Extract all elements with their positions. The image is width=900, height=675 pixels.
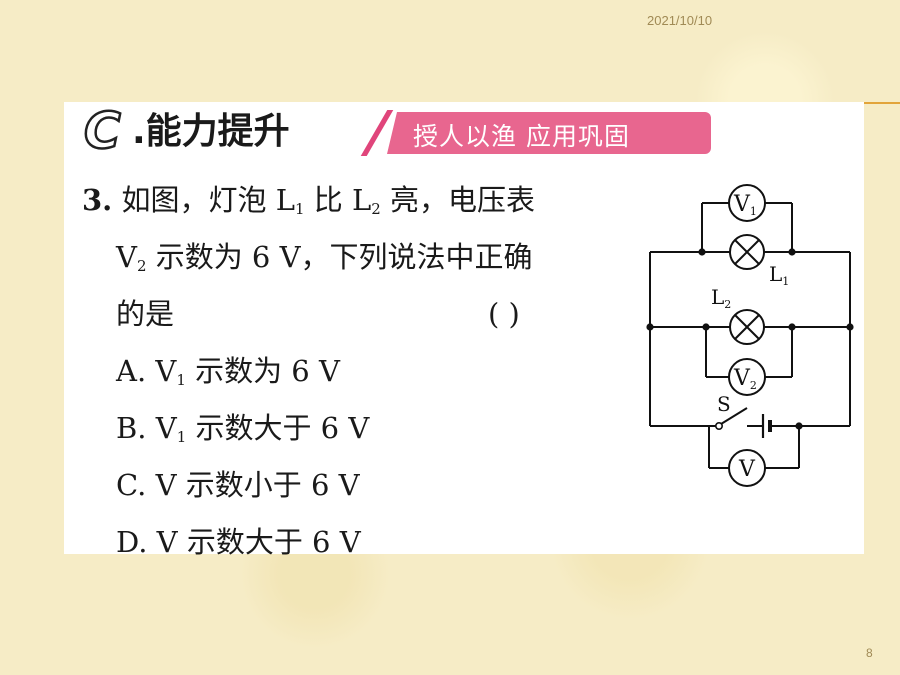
answer-blank: ( )	[488, 297, 520, 331]
question-text: 比 L	[304, 183, 372, 217]
lamp-l1-icon	[729, 234, 765, 270]
question-text: 的是	[116, 297, 175, 331]
question-number: 3.	[82, 183, 113, 217]
v1-label: V1	[733, 192, 757, 218]
question-text: 如图，灯泡 L	[121, 183, 295, 217]
voltmeter-v2-icon	[728, 358, 766, 396]
junction-dot	[698, 248, 706, 256]
subscript: 1	[176, 428, 187, 446]
question-text: 亮，电压表	[380, 183, 535, 217]
option-c: C. V 示数小于 6 V	[116, 468, 360, 502]
l1-label: L1	[769, 262, 789, 288]
question-text: 示数为 6 V，下列说法中正确	[146, 240, 533, 274]
voltmeter-v-icon	[728, 449, 766, 487]
battery-icon	[761, 414, 801, 438]
page-number: 8	[866, 646, 873, 660]
junction-dot	[795, 422, 803, 430]
junction-dot	[846, 323, 854, 331]
l2-label: L2	[711, 285, 731, 311]
subscript: 1	[176, 371, 186, 389]
slide-date: 2021/10/10	[647, 13, 713, 28]
question-panel: C .能力提升 授人以渔 应用巩固 3. 如图，灯泡 L1 比 L2 亮，电压表…	[64, 102, 864, 559]
option-text: C. V 示数小于 6 V	[116, 468, 360, 502]
v-label: V	[738, 457, 756, 482]
option-text: 示数大于 6 V	[186, 411, 370, 445]
v2-label: V2	[733, 366, 757, 392]
question-line-1: 3. 如图，灯泡 L1 比 L2 亮，电压表	[82, 183, 535, 226]
option-text: A. V	[116, 354, 177, 388]
section-title: .能力提升	[132, 111, 290, 152]
question-text: V	[116, 240, 137, 274]
answer-parentheses: ( )	[488, 297, 520, 331]
subscript: 2	[371, 200, 381, 218]
section-tagline: 授人以渔 应用巩固	[413, 122, 630, 151]
option-text: D. V 示数大于 6 V	[116, 525, 361, 559]
subscript: 2	[136, 257, 147, 275]
junction-dot	[702, 323, 710, 331]
question-line-3: 的是	[116, 297, 174, 331]
switch-label: S	[717, 392, 731, 416]
switch-contact	[715, 422, 724, 431]
junction-dot	[646, 323, 654, 331]
voltmeter-v1-icon	[728, 184, 766, 222]
option-a: A. V1 示数为 6 V	[116, 354, 340, 397]
subscript: 1	[294, 200, 305, 218]
option-text: 示数为 6 V	[185, 354, 340, 388]
option-b: B. V1 示数大于 6 V	[116, 411, 369, 454]
junction-dot	[788, 323, 796, 331]
circuit-diagram: V1 V2 V L1 L2 S	[646, 184, 854, 487]
lamp-l2-icon	[729, 309, 765, 345]
junction-dot	[788, 248, 796, 256]
switch-lever	[720, 407, 748, 425]
question-line-2: V2 示数为 6 V，下列说法中正确	[116, 240, 533, 283]
section-badge-letter: C	[83, 102, 122, 160]
section-tagline-banner: 授人以渔 应用巩固	[387, 112, 711, 154]
accent-line	[864, 102, 900, 104]
option-text: B. V	[116, 411, 177, 445]
option-d: D. V 示数大于 6 V	[116, 525, 361, 559]
